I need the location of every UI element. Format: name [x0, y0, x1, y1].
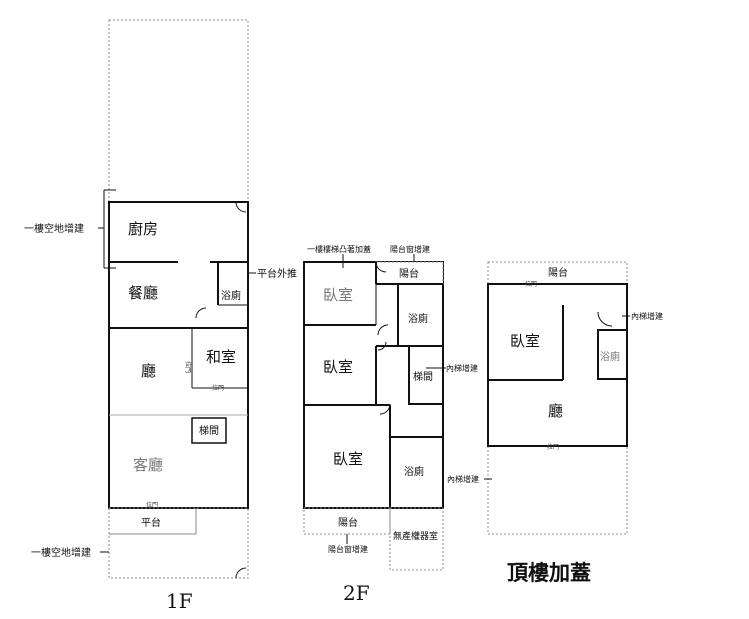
label-platform-extension: 平台外推 — [257, 267, 297, 280]
room-2f-bath1: 浴廁 — [408, 312, 428, 325]
room-2f-bedroom1: 臥室 — [323, 286, 353, 304]
room-2f-bedroom2: 臥室 — [323, 358, 353, 376]
room-roof-bath: 浴廁 — [600, 350, 620, 363]
roof-outline-dashed — [487, 261, 628, 535]
room-living: 客廳 — [133, 456, 163, 474]
room-2f-bedroom3: 臥室 — [333, 450, 363, 468]
room-kitchen: 廚房 — [128, 220, 158, 238]
label-1f-kitchen-addition: 一樓空地增建 — [24, 222, 84, 235]
2f-storage — [389, 507, 444, 571]
room-roof-bedroom: 臥室 — [510, 332, 540, 350]
caption-rooftop: 頂樓加蓋 — [507, 560, 591, 585]
mark-roof-door-1: 拉門 — [525, 280, 537, 288]
room-1f-platform: 平台 — [141, 516, 161, 529]
label-2f-balcony-window: 陽台窗增建 — [390, 244, 430, 254]
caption-2f: 2F — [343, 581, 370, 605]
mark-sliding-door-1: 拉門 — [184, 361, 192, 373]
room-1f-stair: 梯間 — [199, 424, 219, 437]
room-2f-balcony-bottom: 陽台 — [338, 516, 358, 529]
mark-sliding-door-3: 拉門 — [146, 501, 158, 509]
2f-balcony-top — [375, 261, 444, 285]
mark-sliding-door-2: 拉門 — [212, 384, 224, 392]
label-1f-front-addition: 一樓空地增建 — [31, 546, 91, 559]
room-roof-balcony: 陽台 — [548, 266, 568, 279]
2f-stair-box — [408, 345, 444, 405]
roof-bath-box — [597, 329, 628, 380]
caption-1f: 1F — [166, 589, 193, 613]
label-2f-inner-stair: 內梯增建 — [446, 363, 478, 373]
room-tatami: 和室 — [206, 348, 236, 366]
floor-1f: 一樓空地增建 平台外推 一樓空地增建 廚房 餐廳 浴廁 廳 和室 梯間 客廳 平… — [24, 19, 297, 613]
room-2f-storage: 無產權器室 — [393, 530, 438, 542]
room-roof-hall: 廳 — [548, 402, 563, 420]
label-2f-stair-wall: 一樓樓梯凸著加蓋 — [307, 244, 371, 254]
floor-rooftop: 內梯增建 內梯增建 陽台 臥室 浴廁 廳 拉門 拉門 頂樓加蓋 — [447, 261, 663, 585]
label-roof-inner-stair-top: 內梯增建 — [631, 311, 663, 321]
roof-building-outline — [487, 283, 628, 447]
label-roof-inner-stair-bottom: 內梯增建 — [447, 474, 479, 484]
room-dining: 餐廳 — [128, 284, 158, 302]
room-2f-balcony-top: 陽台 — [399, 267, 419, 280]
mark-roof-door-2: 拉門 — [547, 443, 559, 451]
room-2f-bath2: 浴廁 — [404, 465, 424, 478]
room-1f-bathroom: 浴廁 — [221, 289, 241, 302]
1f-front-yard — [108, 507, 249, 579]
room-2f-stair: 梯間 — [413, 370, 433, 383]
floor-2f: 一樓樓梯凸著加蓋 陽台窗增建 內梯增建 陽台窗增建 陽台 臥室 浴廁 臥室 梯間… — [303, 244, 478, 605]
1f-stair-box — [191, 417, 227, 444]
1f-open-yard — [108, 19, 249, 203]
label-2f-window-addition: 陽台窗增建 — [328, 544, 368, 554]
room-hall: 廳 — [141, 362, 156, 380]
